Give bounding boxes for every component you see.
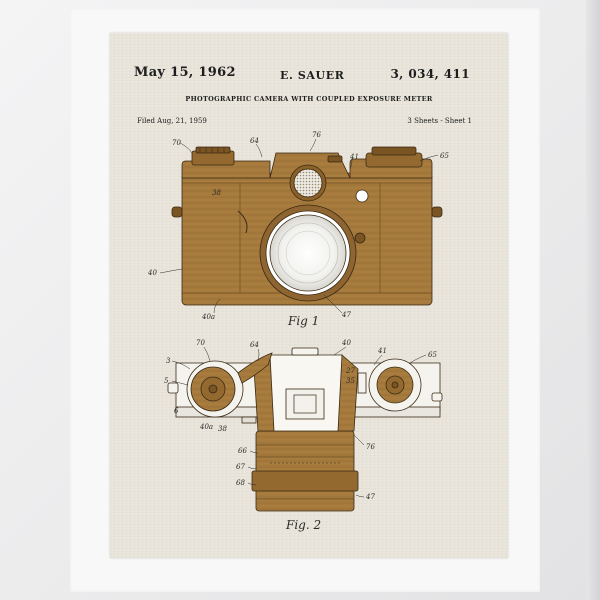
ref-41: 41 [377,347,387,355]
figure-1-label: Fig 1 [287,314,319,328]
figure-1-leader-lines [159,138,439,314]
ref-64: 64 [250,137,259,145]
figure-2-references: 64 70 40 41 65 3 5 6 27 35 76 40a 38 66 … [164,339,437,532]
figure-2-label: Fig. 2 [285,518,321,532]
figure-2-camera-top [167,347,443,512]
sheet-count: 3 Sheets - Sheet 1 [407,117,472,125]
figure-1-references: 70 64 76 41 65 38 40 40a 47 Fig 1 [147,131,449,328]
ref-68: 68 [236,479,245,487]
ref-38: 38 [218,425,227,433]
ref-65: 65 [440,152,449,160]
ref-47: 47 [341,311,351,319]
ref-41: 41 [349,153,359,161]
patent-drawing: 70 64 76 41 65 38 40 40a 47 Fig 1 [147,131,449,532]
figure-1-camera-front [171,146,443,306]
ref-40a: 40a [199,423,213,431]
ref-64: 64 [250,341,259,349]
ref-67: 67 [236,463,245,471]
ref-27: 27 [345,367,355,375]
ref-65: 65 [428,351,437,359]
ref-40a: 40a [201,313,215,321]
patent-print: May 15, 1962 E. SAUER 3, 034, 411 PHOTOG… [110,33,508,558]
ref-6: 6 [174,407,179,415]
ref-38: 38 [212,189,221,197]
ref-76: 76 [366,443,375,451]
ref-70: 70 [196,339,205,347]
patent-date: May 15, 1962 [134,65,236,80]
ref-66: 66 [238,447,247,455]
ref-47: 47 [365,493,375,501]
ref-40: 40 [341,339,351,347]
patent-number: 3, 034, 411 [390,67,470,81]
ref-70: 70 [172,139,181,147]
patent-title: PHOTOGRAPHIC CAMERA WITH COUPLED EXPOSUR… [185,95,433,103]
frame-edge [586,0,600,600]
ref-35: 35 [346,377,355,385]
ref-5: 5 [164,377,169,385]
ref-40: 40 [147,269,157,277]
filed-date: Filed Aug, 21, 1959 [137,117,207,125]
ref-76: 76 [312,131,321,139]
figure-2-leader-lines [171,346,427,498]
inventor-name: E. SAUER [280,69,345,82]
ref-3: 3 [166,357,171,365]
